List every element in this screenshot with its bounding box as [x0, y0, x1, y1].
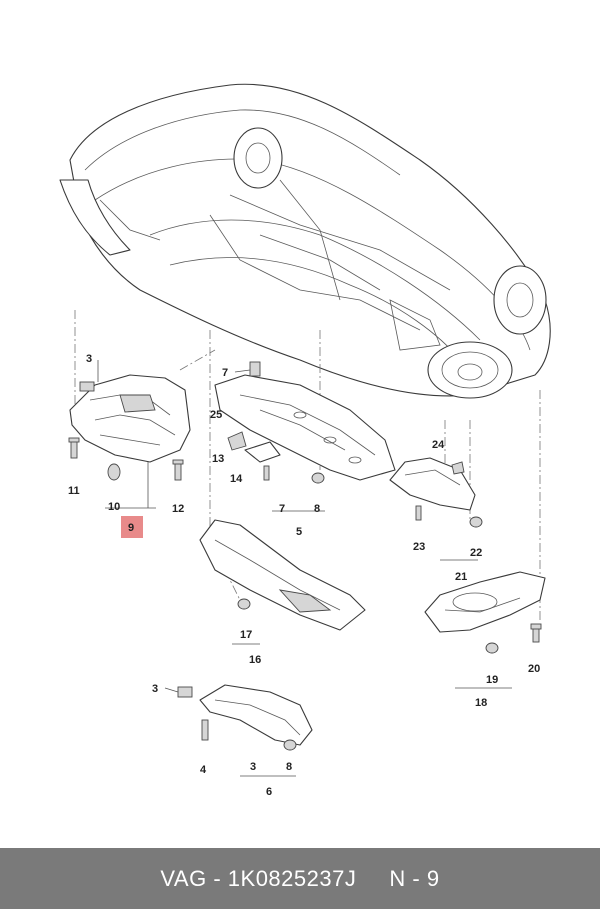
gap	[356, 866, 389, 892]
callout-6: 6	[266, 786, 272, 798]
wheelhouse-shield-part-6	[177, 684, 313, 751]
callout-4: 4	[200, 764, 207, 776]
rear-undertray-part-18	[424, 571, 546, 654]
callout-11: 11	[68, 485, 80, 497]
callout-19: 19	[486, 674, 498, 686]
callout-25: 25	[210, 409, 222, 421]
callout-7b: 7	[279, 503, 285, 515]
rear-panel-part-21	[389, 457, 483, 528]
callout-14: 14	[230, 473, 243, 485]
callout-24: 24	[432, 439, 445, 451]
callout-7: 7	[222, 367, 228, 379]
callout-leaders	[97, 360, 512, 777]
callout-16: 16	[249, 654, 261, 666]
callout-3c: 3	[250, 761, 256, 773]
diagram-position: N - 9	[389, 865, 440, 891]
underbody-panel-part-5	[214, 361, 396, 484]
callout-17: 17	[240, 629, 252, 641]
callout-21: 21	[455, 571, 467, 583]
callout-20: 20	[528, 663, 540, 675]
part-number-footer: VAG - 1K0825237J N - 9	[0, 848, 600, 909]
callout-18: 18	[475, 697, 487, 709]
callout-8: 8	[314, 503, 320, 515]
brand-label: VAG	[160, 865, 207, 891]
highlight-marker	[121, 516, 143, 538]
callout-10: 10	[108, 501, 120, 513]
car-underbody	[59, 83, 551, 399]
callout-23: 23	[413, 541, 425, 553]
side-shield-part-16	[199, 519, 366, 631]
engine-undertray-part-9	[68, 374, 191, 481]
callout-22: 22	[470, 547, 482, 559]
part-number: 1K0825237J	[227, 865, 357, 891]
callout-8b: 8	[286, 761, 292, 773]
callout-5: 5	[296, 526, 302, 538]
separator: -	[206, 865, 228, 891]
callout-3: 3	[86, 353, 92, 365]
callout-3b: 3	[152, 683, 158, 695]
callout-13: 13	[212, 453, 224, 465]
callout-12: 12	[172, 503, 184, 515]
parts-diagram: 3 7 25 13 14 11 10 9 12 7 8 5 24 23 22 2…	[59, 83, 551, 798]
callout-9: 9	[128, 522, 134, 534]
callout-labels: 3 7 25 13 14 11 10 9 12 7 8 5 24 23 22 2…	[68, 353, 540, 798]
